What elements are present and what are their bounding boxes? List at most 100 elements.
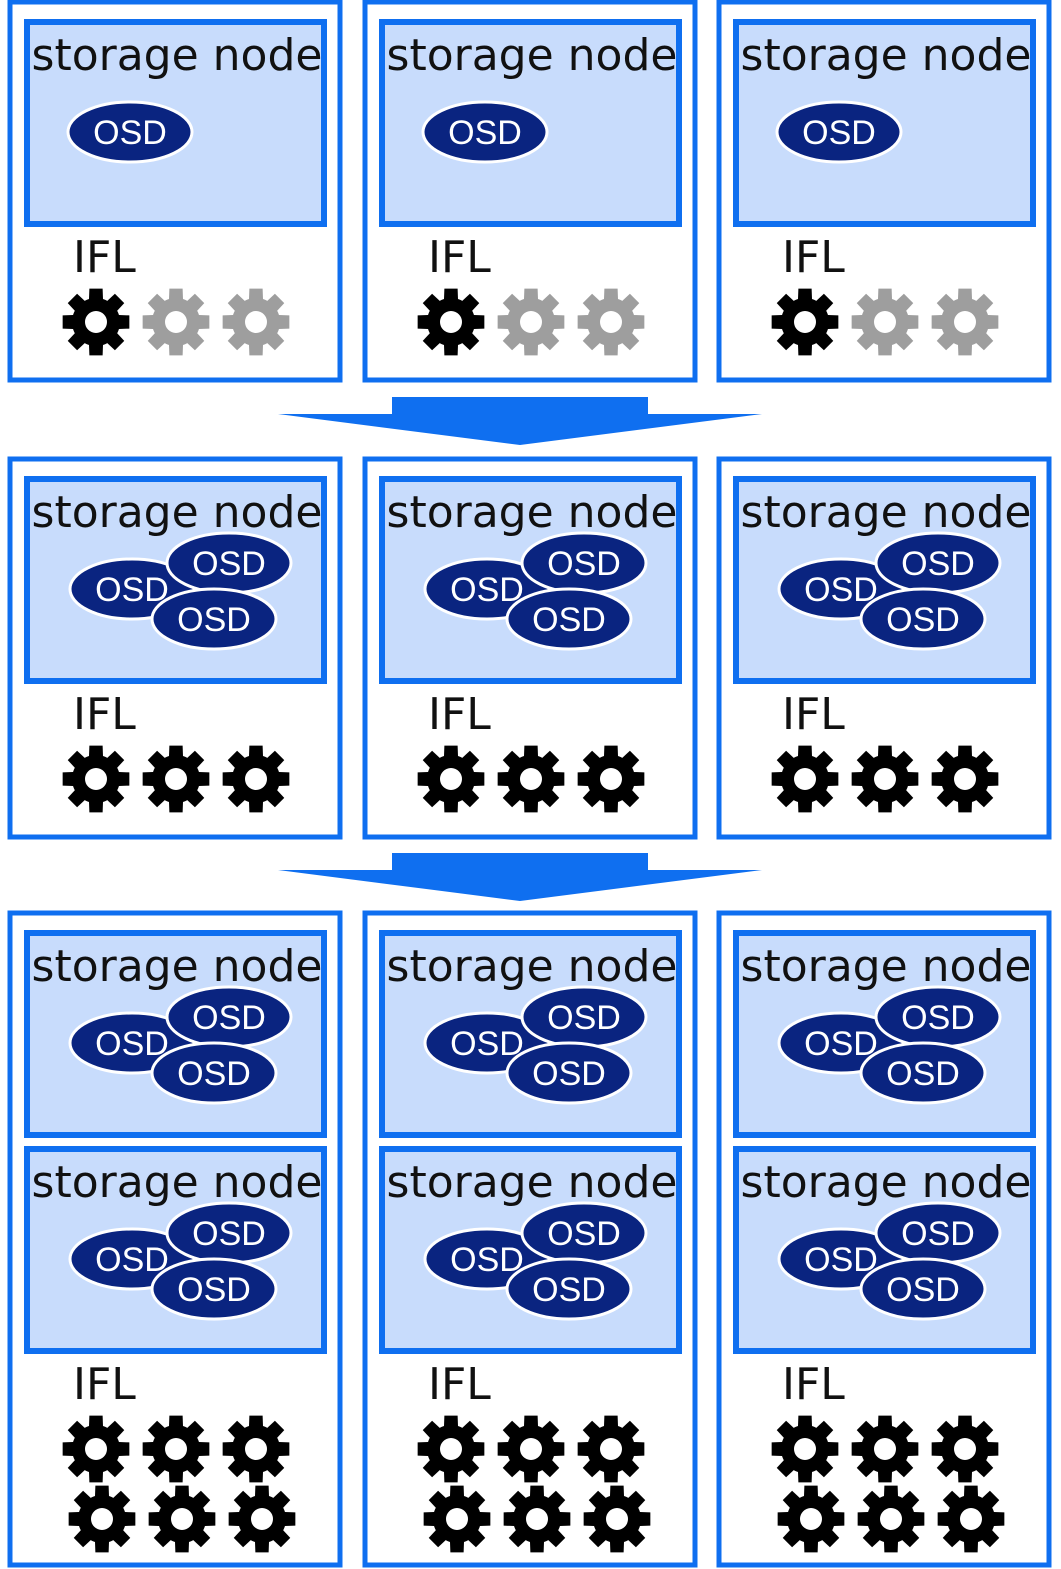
osd-label: OSD: [192, 1215, 266, 1253]
gear-icon: [851, 288, 919, 356]
gear-icon: [142, 745, 210, 813]
gear-icon: [417, 1415, 485, 1483]
osd-label: OSD: [804, 1025, 878, 1063]
osd-disk: OSD: [777, 1227, 905, 1291]
osd-label: OSD: [450, 1025, 524, 1063]
gear-icon: [497, 745, 565, 813]
ifl-label: IFL: [73, 1359, 136, 1410]
gear-icon: [937, 1485, 1005, 1553]
gear-icon: [857, 1485, 925, 1553]
osd-label: OSD: [901, 545, 975, 583]
osd-label: OSD: [448, 114, 522, 152]
storage-node-label: storage node: [387, 1157, 678, 1208]
ifl-label: IFL: [73, 689, 136, 740]
gear-icon: [497, 288, 565, 356]
osd-disk: OSD: [150, 587, 278, 651]
gear-icon: [222, 288, 290, 356]
osd-label: OSD: [886, 1055, 960, 1093]
osd-label: OSD: [93, 114, 167, 152]
osd-label: OSD: [547, 999, 621, 1037]
osd-disk-icon: [150, 1257, 278, 1321]
osd-disk: OSD: [150, 1257, 278, 1321]
gear-icon: [497, 1415, 565, 1483]
osd-label: OSD: [95, 571, 169, 609]
osd-label: OSD: [804, 571, 878, 609]
gear-icon: [228, 1485, 296, 1553]
ifl-label: IFL: [782, 1359, 845, 1410]
gear-icon: [931, 745, 999, 813]
gear-icon: [931, 288, 999, 356]
gear-icon: [931, 1415, 999, 1483]
gear-icon: [777, 1485, 845, 1553]
osd-disk: OSD: [520, 1201, 648, 1265]
storage-node-label: storage node: [741, 941, 1032, 992]
gear-icon: [771, 745, 839, 813]
osd-label: OSD: [95, 1025, 169, 1063]
gear-icon: [142, 1415, 210, 1483]
gear-icon: [771, 288, 839, 356]
osd-label: OSD: [547, 1215, 621, 1253]
gear-icon: [577, 1415, 645, 1483]
down-arrow-icon: [278, 397, 762, 445]
ifl-label: IFL: [782, 232, 845, 283]
down-arrow-icon: [278, 853, 762, 901]
osd-disk: OSD: [165, 1201, 293, 1265]
gear-icon: [577, 745, 645, 813]
osd-disk: OSD: [66, 100, 194, 164]
storage-node-label: storage node: [741, 487, 1032, 538]
storage-node-label: storage node: [32, 30, 323, 81]
storage-node-label: storage node: [32, 941, 323, 992]
ifl-label: IFL: [428, 232, 491, 283]
osd-disk-icon: [859, 1257, 987, 1321]
storage-node-label: storage node: [741, 30, 1032, 81]
ifl-label: IFL: [428, 689, 491, 740]
osd-label: OSD: [177, 1271, 251, 1309]
storage-node-label: storage node: [387, 30, 678, 81]
storage-node-label: storage node: [387, 487, 678, 538]
osd-label: OSD: [192, 545, 266, 583]
osd-label: OSD: [450, 571, 524, 609]
osd-disk-icon: [421, 100, 549, 164]
osd-disk-icon: [775, 100, 903, 164]
osd-disk: OSD: [505, 587, 633, 651]
osd-disk-icon: [859, 587, 987, 651]
osd-disk: OSD: [859, 1257, 987, 1321]
osd-disk: OSD: [874, 1201, 1002, 1265]
osd-disk: OSD: [150, 1041, 278, 1105]
osd-disk: OSD: [775, 100, 903, 164]
osd-label: OSD: [450, 1241, 524, 1279]
gear-icon: [851, 1415, 919, 1483]
osd-label: OSD: [901, 1215, 975, 1253]
gear-icon: [68, 1485, 136, 1553]
osd-label: OSD: [177, 1055, 251, 1093]
osd-disk-icon: [859, 1041, 987, 1105]
osd-label: OSD: [532, 601, 606, 639]
osd-disk: OSD: [505, 1257, 633, 1321]
gear-icon: [417, 745, 485, 813]
storage-node-label: storage node: [32, 1157, 323, 1208]
gear-icon: [222, 1415, 290, 1483]
osd-disk: OSD: [505, 1041, 633, 1105]
ifl-label: IFL: [73, 232, 136, 283]
ifl-label: IFL: [428, 1359, 491, 1410]
osd-disk-icon: [66, 100, 194, 164]
osd-label: OSD: [532, 1055, 606, 1093]
osd-disk: OSD: [859, 587, 987, 651]
osd-disk: OSD: [165, 531, 293, 595]
osd-label: OSD: [804, 1241, 878, 1279]
osd-label: OSD: [886, 601, 960, 639]
gear-icon: [142, 288, 210, 356]
gear-icon: [62, 745, 130, 813]
gear-icon: [62, 288, 130, 356]
osd-disk-icon: [150, 1041, 278, 1105]
storage-node-label: storage node: [32, 487, 323, 538]
osd-label: OSD: [177, 601, 251, 639]
osd-disk-icon: [150, 587, 278, 651]
gear-icon: [851, 745, 919, 813]
osd-disk: OSD: [874, 985, 1002, 1049]
osd-disk: OSD: [874, 531, 1002, 595]
gear-icon: [62, 1415, 130, 1483]
osd-label: OSD: [192, 999, 266, 1037]
osd-disk: OSD: [520, 531, 648, 595]
